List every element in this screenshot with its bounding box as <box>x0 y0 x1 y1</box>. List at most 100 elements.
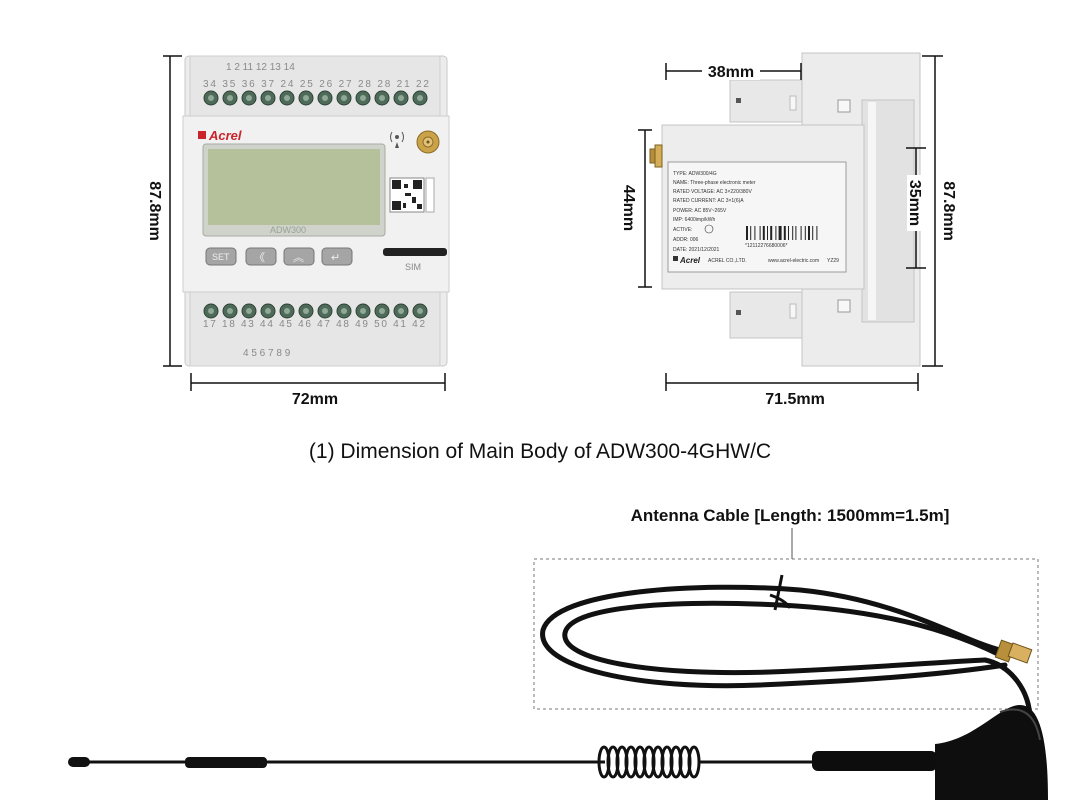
barcode-bar <box>750 226 752 240</box>
front-width-dimension <box>190 373 446 391</box>
ce-mark-icon <box>704 224 714 234</box>
brand-name: Acrel <box>208 128 242 143</box>
side-square-bottom <box>837 299 851 313</box>
side-antenna-connector-icon <box>649 144 663 168</box>
nameplate-active: ACTIVE: <box>673 227 692 233</box>
coiled-cable <box>540 584 1033 758</box>
side-width-label: 71.5mm <box>765 391 825 408</box>
terminal-screw-head <box>341 95 347 101</box>
barcode-bar <box>759 226 761 240</box>
terminal-screw-head <box>398 95 404 101</box>
terminal-screw-head <box>360 308 366 314</box>
terminal-screw-head <box>417 308 423 314</box>
side-height-label: 87.8mm <box>940 181 957 241</box>
terminal-screw-head <box>360 95 366 101</box>
terminal-screw-head <box>303 95 309 101</box>
top-terminal-screws <box>203 90 428 106</box>
terminal-screw-head <box>341 308 347 314</box>
model-label: ADW300 <box>270 225 306 235</box>
terminal-screw-head <box>417 95 423 101</box>
barcode-bar <box>754 226 756 240</box>
bottom-terminal-numbers-2: 4 5 6 7 8 9 <box>243 348 291 359</box>
nameplate-imp: IMP: 6400imp/kWh <box>673 217 715 223</box>
side-rail-label: 35mm <box>906 180 923 226</box>
nameplate-power: POWER: AC 85V~265V <box>673 208 727 214</box>
side-height-dimension <box>922 55 943 367</box>
barcode-bar <box>795 226 797 240</box>
qr-code <box>389 177 435 213</box>
terminal-screw-head <box>265 308 271 314</box>
terminal-screw-head <box>379 95 385 101</box>
terminal-screw-head <box>322 308 328 314</box>
side-inner-height-dimension <box>638 129 652 288</box>
front-width-label: 72mm <box>292 391 338 408</box>
front-height-label: 87.8mm <box>146 181 163 241</box>
barcode <box>746 226 818 240</box>
nameplate-addr: ADDR: 006 <box>673 237 699 243</box>
up-button[interactable] <box>283 247 315 266</box>
antenna-sleeve <box>185 757 267 768</box>
barcode-bar <box>788 226 789 240</box>
base-highlight <box>999 708 1041 741</box>
barcode-bar <box>778 226 782 240</box>
nameplate-serial: *12112276680006* <box>745 243 788 249</box>
barcode-bar <box>800 226 802 240</box>
bottom-terminal-numbers-1: 17 18 43 44 45 46 47 48 49 50 41 42 <box>203 319 425 330</box>
barcode-bar <box>762 226 765 240</box>
terminal-screw-head <box>284 308 290 314</box>
nameplate-current: RATED CURRENT: AC 3×1(6)A <box>673 198 744 204</box>
magnetic-base <box>935 705 1048 800</box>
terminal-screw-head <box>227 308 233 314</box>
terminal-screw-head <box>208 308 214 314</box>
sim-label: SIM <box>405 262 421 272</box>
antenna-cable-illustration <box>68 528 1048 800</box>
side-slot-bottom <box>789 303 797 319</box>
barcode-bar <box>775 226 777 240</box>
antenna-tip <box>68 757 90 767</box>
cable-tie <box>769 574 792 611</box>
nameplate-name: NAME: Three-phase electronic meter <box>673 180 756 186</box>
sim-slot <box>383 248 447 256</box>
side-view: TYPE: ADW300/4G NAME: Three-phase electr… <box>620 52 957 408</box>
terminal-screw-head <box>398 308 404 314</box>
antenna-cable-label: Antenna Cable [Length: 1500mm=1.5m] <box>630 506 950 525</box>
nameplate-brand: Acrel <box>679 256 701 265</box>
up-button-label: ︽ <box>293 252 304 264</box>
nameplate-type: TYPE: ADW300/4G <box>673 171 717 177</box>
antenna-connector-icon <box>416 130 440 154</box>
barcode-bar <box>816 226 818 240</box>
terminal-screw-head <box>227 95 233 101</box>
figure-caption: (1) Dimension of Main Body of ADW300-4GH… <box>308 440 772 463</box>
coil-turn <box>687 745 701 779</box>
nameplate-voltage: RATED VOLTAGE: AC 3×220/380V <box>673 189 752 195</box>
side-inner-height-label: 44mm <box>620 185 637 231</box>
terminal-screw-head <box>322 95 328 101</box>
sma-connector-icon <box>994 639 1033 664</box>
terminal-screw-head <box>208 95 214 101</box>
barcode-bar <box>792 226 794 240</box>
set-button-label: SET <box>212 252 230 262</box>
enter-button[interactable] <box>321 247 353 266</box>
left-button[interactable] <box>245 247 277 266</box>
depth-label-bg <box>702 62 760 80</box>
terminal-screw-head <box>246 308 252 314</box>
nameplate-date: DATE: 2021/12/2021 <box>673 247 720 253</box>
barcode-bar <box>770 226 773 240</box>
front-buttons: SET 《 ︽ ↵ <box>205 247 353 266</box>
nameplate-label: TYPE: ADW300/4G NAME: Three-phase electr… <box>667 161 847 273</box>
left-button-label: 《 <box>254 251 265 264</box>
side-screw-bottom <box>736 310 741 315</box>
acrel-mini-logo-icon <box>673 256 678 261</box>
lcd-screen <box>208 149 380 225</box>
set-button[interactable] <box>205 247 237 266</box>
side-width-dimension <box>665 373 919 391</box>
terminal-screw-head <box>246 95 252 101</box>
meter-top-step <box>189 55 441 117</box>
top-terminal-numbers-2: 34 35 36 37 24 25 26 27 28 28 21 22 <box>203 79 429 90</box>
barcode-bar <box>746 226 748 240</box>
top-terminal-numbers-1: 1 2 11 12 13 14 <box>226 62 295 73</box>
barcode-bar <box>767 226 768 240</box>
antenna-base-neck <box>812 751 937 771</box>
terminal-screw-head <box>379 308 385 314</box>
